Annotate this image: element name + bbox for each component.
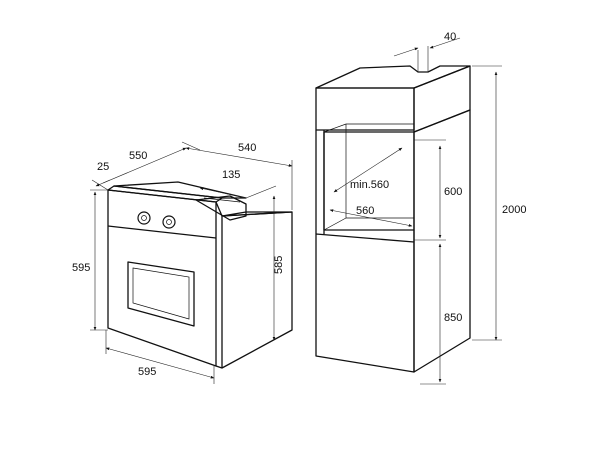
dim-line-560 — [329, 209, 413, 227]
dim-line-595-width — [105, 347, 215, 379]
oven-window-inner — [132, 267, 190, 320]
oven-front-panel — [107, 189, 217, 367]
oven-vent-line — [203, 197, 241, 203]
label-595-height: 595 — [72, 262, 90, 274]
oven-dimensions: 550 25 540 135 595 585 595 — [72, 141, 293, 384]
label-25: 25 — [97, 161, 109, 173]
label-2000: 2000 — [502, 204, 526, 216]
label-560: 560 — [356, 205, 374, 217]
dim-line-40b — [429, 37, 461, 49]
cabinet-top-face — [315, 65, 471, 89]
label-540: 540 — [238, 142, 256, 154]
niche-floor-edge — [323, 217, 347, 231]
label-40: 40 — [444, 31, 456, 43]
label-550: 550 — [129, 150, 147, 162]
label-600: 600 — [444, 186, 462, 198]
oven-knob-right — [162, 215, 176, 229]
dim-ext — [91, 179, 109, 191]
cabinet-dimensions: 40 min.560 560 600 850 2000 — [329, 31, 526, 385]
dim-line-540 — [185, 147, 293, 167]
oven-knob-right-center — [166, 219, 172, 225]
dim-tick-25 — [102, 179, 111, 184]
label-135: 135 — [222, 169, 240, 181]
cabinet-lower-door — [315, 233, 415, 373]
label-min560: min.560 — [350, 179, 389, 191]
oven-body-side — [221, 211, 293, 369]
cabinet-top-side — [413, 65, 471, 133]
dim-ext — [245, 185, 277, 199]
dim-line-40a — [393, 47, 419, 57]
oven-body-top — [221, 211, 293, 217]
oven-drawing — [107, 181, 293, 369]
oven-edge-line-bottom — [215, 365, 223, 369]
oven-vent-box — [195, 195, 247, 221]
label-585: 585 — [273, 256, 285, 274]
dim-line-min560 — [333, 147, 403, 193]
oven-window-outer — [127, 261, 195, 327]
oven-knob-left-center — [141, 215, 147, 221]
cabinet-niche-back — [323, 123, 415, 133]
label-595-width: 595 — [138, 366, 156, 378]
cabinet-side-panel — [413, 109, 471, 373]
cabinet-drawing — [315, 65, 471, 373]
dim-line-550 — [95, 147, 187, 187]
label-850: 850 — [444, 312, 462, 324]
oven-edge-line — [215, 201, 223, 217]
oven-top-trim — [113, 181, 247, 199]
oven-control-strip — [107, 225, 217, 239]
dim-line-135 — [199, 187, 247, 199]
oven-knob-left — [137, 211, 151, 225]
